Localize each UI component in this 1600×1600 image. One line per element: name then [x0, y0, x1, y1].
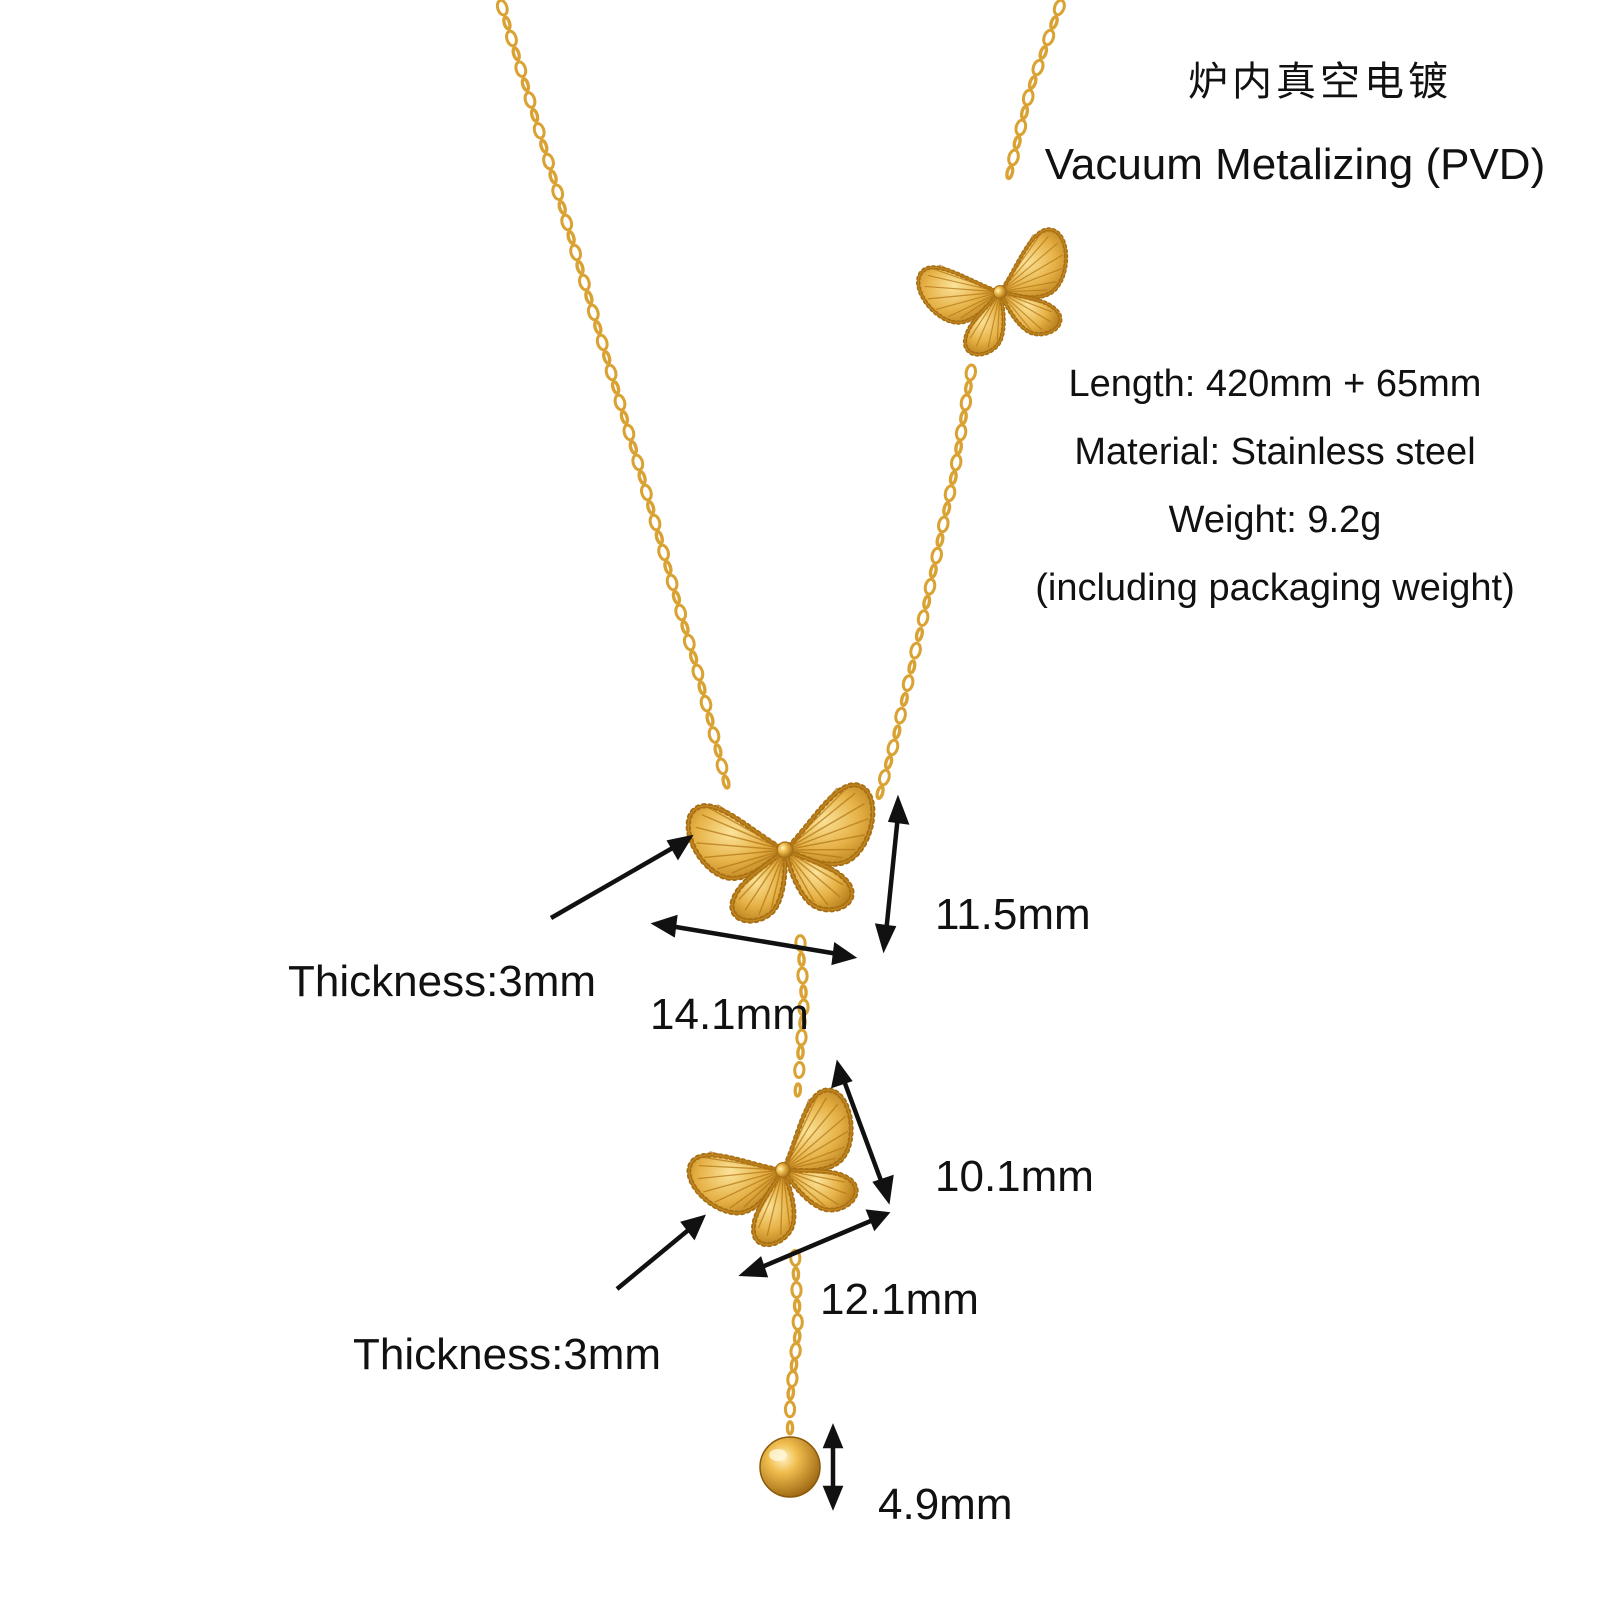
plating-title-chinese: 炉内真空电镀: [1188, 59, 1452, 105]
large-butterfly-width-label: 14.1mm: [650, 990, 809, 1039]
small-butterfly-width-label: 12.1mm: [820, 1275, 979, 1324]
spec-weight: Weight: 9.2g: [1168, 499, 1382, 541]
spec-material: Material: Stainless steel: [1074, 431, 1476, 473]
bead-diameter-label: 4.9mm: [878, 1480, 1013, 1529]
spec-length: Length: 420mm + 65mm: [1068, 363, 1482, 405]
arrow-large-thickness: [549, 834, 694, 920]
arrow-small-width: [738, 1209, 891, 1278]
plating-title-english: Vacuum Metalizing (PVD): [1044, 140, 1546, 189]
large-butterfly-thickness-label: Thickness:3mm: [288, 957, 597, 1006]
arrow-small-thickness: [615, 1214, 706, 1291]
bead-charm: [759, 1436, 821, 1498]
arrow-small-height: [831, 1059, 894, 1205]
arrow-large-width: [650, 914, 858, 966]
large-butterfly-charm: [685, 782, 876, 924]
small-butterfly-height-label: 10.1mm: [935, 1152, 1094, 1201]
arrow-large-height: [874, 794, 910, 954]
large-butterfly-height-label: 11.5mm: [935, 890, 1091, 939]
small-butterfly-charm: [686, 1087, 859, 1248]
arrow-bead: [822, 1423, 844, 1511]
chain: [495, 0, 1066, 1436]
spec-weight-note: (including packaging weight): [1035, 567, 1515, 609]
top-butterfly-charm: [916, 227, 1069, 357]
dimension-arrows: [549, 794, 910, 1511]
small-butterfly-thickness-label: Thickness:3mm: [353, 1330, 662, 1379]
